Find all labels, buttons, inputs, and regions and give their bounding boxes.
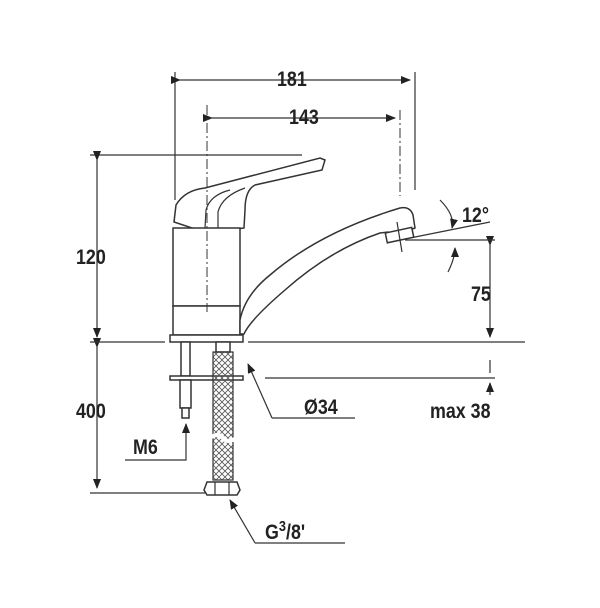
dim-label-400: 400 xyxy=(76,400,106,423)
dim-label-120: 120 xyxy=(76,246,106,269)
dim-label-angle: 12° xyxy=(462,204,490,227)
dimension-181-lines xyxy=(171,72,416,200)
faucet-spout xyxy=(239,206,416,335)
dim-label-hose-thread: G3/8' xyxy=(265,518,306,544)
dim-label-max-38: max 38 xyxy=(430,400,491,423)
dim-label-diameter: Ø34 xyxy=(304,396,338,419)
leader-lines xyxy=(125,363,355,544)
dim-label-m6: M6 xyxy=(133,436,158,459)
dim-label-181: 181 xyxy=(277,68,307,91)
faucet-handle xyxy=(173,157,326,232)
faucet-base-plate xyxy=(169,334,244,343)
mounting-stud xyxy=(169,341,244,419)
dim-label-143: 143 xyxy=(289,106,319,129)
dimension-height-lines xyxy=(90,151,302,494)
flexible-hose xyxy=(203,341,241,496)
dim-label-75: 75 xyxy=(471,283,491,306)
dimension-75-lines xyxy=(265,199,495,395)
